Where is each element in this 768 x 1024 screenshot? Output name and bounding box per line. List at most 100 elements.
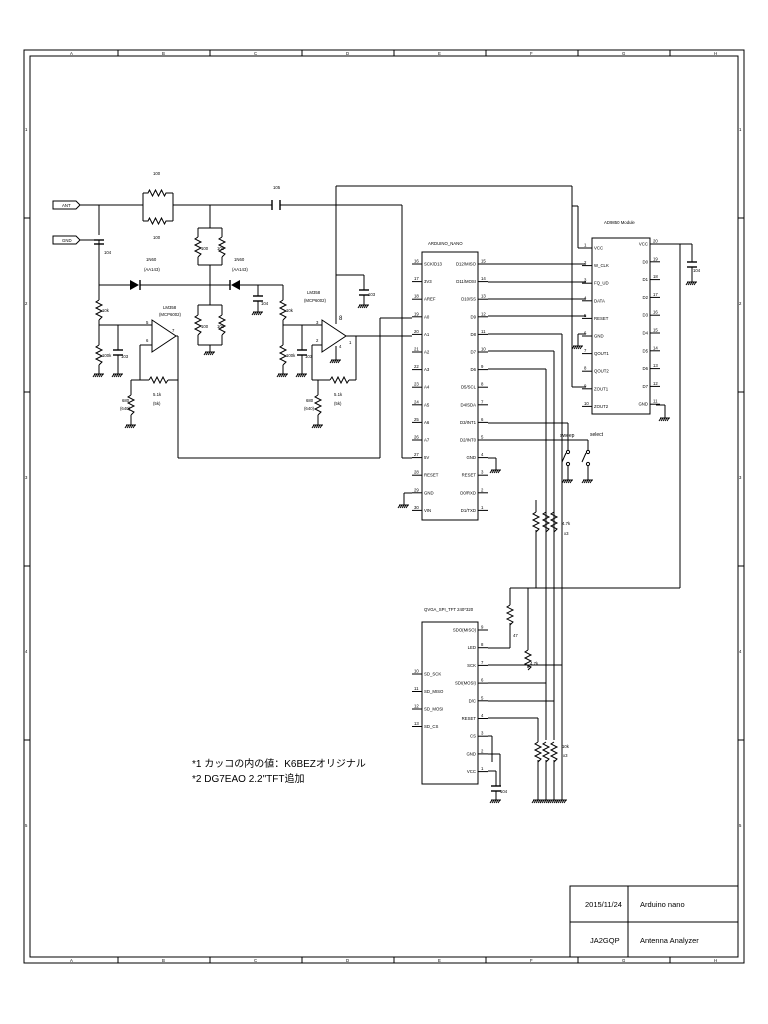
pin-number: 24 — [414, 399, 419, 404]
pin-name: QOUT1 — [594, 351, 609, 356]
ground-symbol — [685, 281, 697, 286]
pin-name: A0 — [424, 314, 430, 319]
front-end-wiring — [80, 185, 590, 459]
pin-number: 25 — [414, 417, 419, 422]
ad9850-module: AD9850 Module 1VCC2W_CLK3FQ_UD4DATA5RESE… — [582, 220, 660, 415]
pin-number: 2 — [584, 260, 587, 265]
pin-number: 3 — [481, 470, 484, 475]
pin-number: 5 — [481, 435, 484, 440]
ground-symbol — [571, 345, 583, 350]
pin-name: D0/RXD — [460, 490, 476, 495]
pin-name: D4 — [643, 331, 649, 336]
pin: 3CS — [470, 731, 488, 739]
svg-text:6: 6 — [146, 338, 149, 343]
pin-name: D3 — [643, 313, 649, 318]
border-row-label: 3 — [739, 475, 742, 480]
pin-name: SD_MOSI — [424, 707, 443, 712]
pullup-labels: 4.7k x3 47 4.7k 10k x3 — [513, 521, 571, 758]
pin-name: A3 — [424, 367, 430, 372]
select-switch — [581, 449, 591, 467]
border-row-label: 2 — [739, 301, 742, 306]
front-end-labels: 100 100 105 104 100 100 100 100 1N60 (AA… — [102, 171, 376, 411]
pin-number: 4 — [481, 452, 484, 457]
border-col-label: A — [70, 51, 73, 56]
pin-name: RESET — [462, 716, 477, 721]
pin-name: 5V — [424, 455, 429, 460]
svg-text:105: 105 — [273, 185, 281, 190]
pin-number: 30 — [414, 505, 419, 510]
border-row-label: 1 — [739, 127, 742, 132]
border-col-label: A — [70, 958, 73, 963]
pin-name: CS — [470, 734, 476, 739]
pin-name: W_CLK — [594, 263, 609, 268]
ground-symbol — [329, 359, 341, 364]
pin-name: A2 — [424, 350, 430, 355]
pin-name: FQ_UD — [594, 281, 609, 286]
pin-number: 5 — [481, 695, 484, 700]
svg-text:100: 100 — [201, 324, 209, 329]
ground-symbol — [658, 417, 670, 422]
sweep-label: sweep — [560, 433, 575, 439]
border-col-label: G — [622, 51, 626, 56]
border-row-label: 2 — [25, 301, 28, 306]
notes: *1 カッコの内の値：K6BEZオリジナル *2 DG7EAO 2.2"TFT追… — [192, 757, 366, 785]
pin-name: A6 — [424, 420, 430, 425]
border-col-label: B — [162, 51, 165, 56]
pin-name: D1 — [643, 277, 649, 282]
diode-1 — [130, 280, 141, 290]
pin-number: 9 — [481, 625, 484, 630]
border-col-label: C — [254, 958, 257, 963]
pin-name: D5 — [643, 348, 649, 353]
ground-symbol — [581, 479, 593, 484]
svg-text:(MCP6002): (MCP6002) — [159, 312, 182, 317]
pin-number: 12 — [481, 311, 486, 316]
border-col-label: D — [346, 958, 349, 963]
svg-text:2: 2 — [316, 338, 319, 343]
pin-name: D1/TXD — [461, 508, 476, 513]
border-col-label: H — [714, 958, 717, 963]
note-2: *2 DG7EAO 2.2"TFT追加 — [192, 772, 304, 785]
diode-2 — [229, 280, 240, 290]
svg-text:x3: x3 — [564, 531, 569, 536]
pin-name: D7 — [471, 350, 477, 355]
pin-number: 13 — [653, 363, 658, 368]
pin-number: 23 — [414, 382, 419, 387]
svg-text:QVGA_SPI_TFT 240*320: QVGA_SPI_TFT 240*320 — [424, 607, 474, 612]
border-row-label: 5 — [739, 823, 742, 828]
pin-number: 22 — [414, 364, 419, 369]
pin-number: 18 — [653, 274, 658, 279]
border-col-label: D — [346, 51, 349, 56]
svg-text:104: 104 — [261, 301, 269, 306]
pin-name: AREF — [424, 297, 436, 302]
pin-number: 3 — [584, 278, 587, 283]
svg-text:4.7k: 4.7k — [530, 661, 539, 666]
title-block-author: JA2GQP — [590, 936, 620, 945]
pin-name: GND — [424, 490, 434, 495]
pin-number: 28 — [414, 470, 419, 475]
pin-number: 1 — [584, 243, 587, 248]
svg-text:100: 100 — [217, 246, 225, 251]
svg-text:10k: 10k — [286, 308, 294, 313]
svg-text:100: 100 — [201, 246, 209, 251]
border-col-label: E — [438, 51, 441, 56]
pin-number: 11 — [414, 686, 419, 691]
pin-number: 1 — [481, 505, 484, 510]
